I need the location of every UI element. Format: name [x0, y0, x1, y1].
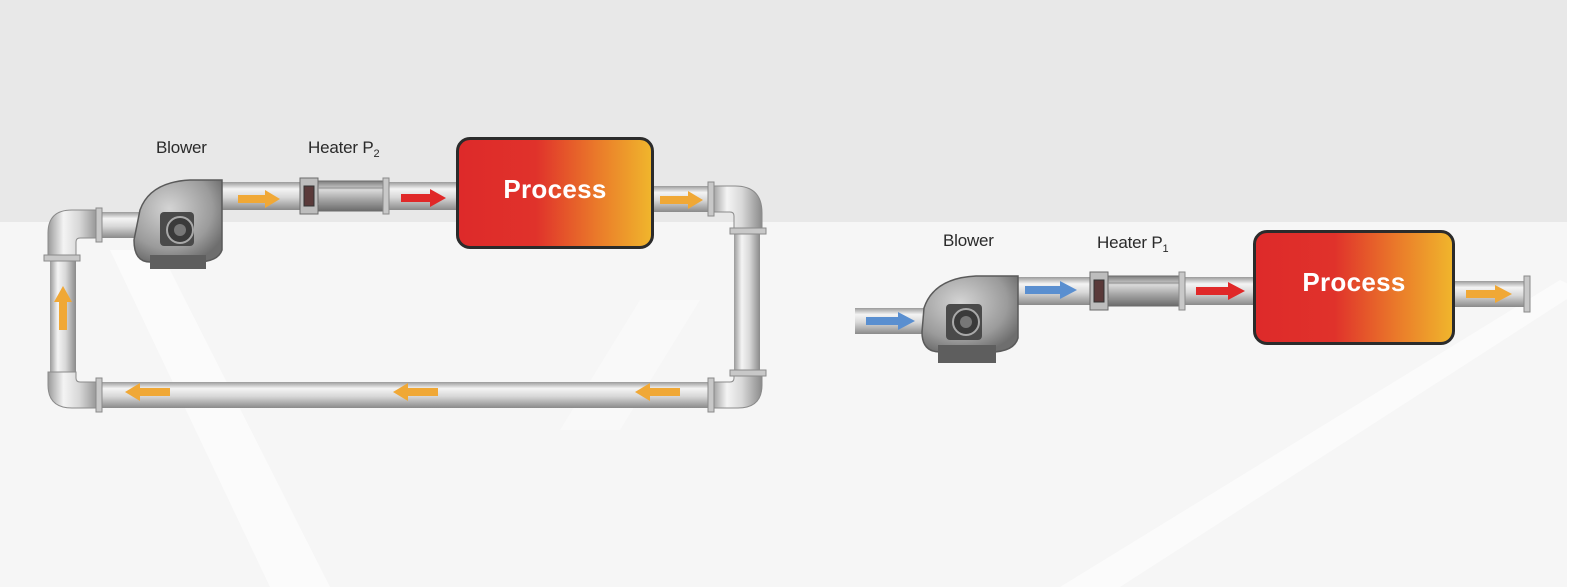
flow-arrow-recirculated: [660, 191, 703, 209]
closed-loop-system: [43, 177, 767, 413]
heater-unit: [299, 177, 390, 215]
elbow-top-left: [47, 209, 101, 259]
open-loop-system: [855, 271, 1531, 363]
heater-label: Heater P1: [1097, 233, 1169, 255]
blower-label: Blower: [156, 138, 207, 157]
flange: [707, 181, 715, 217]
blower-unit: [133, 179, 223, 269]
flange: [729, 369, 767, 377]
elbow-bottom-right: [711, 371, 763, 409]
flange: [43, 254, 81, 262]
flow-arrow-recirculated: [54, 286, 72, 330]
flange: [95, 377, 103, 413]
process-chamber-closed-loop: Process: [456, 137, 654, 249]
process-label: Process: [503, 174, 607, 204]
blower-unit: [921, 275, 1019, 363]
heater-subscript: 2: [373, 148, 380, 160]
flow-arrow-fresh-air: [1025, 281, 1077, 299]
elbow-top-right: [711, 185, 763, 233]
flange: [707, 377, 715, 413]
heater-unit: [1089, 271, 1186, 311]
flow-arrow-fresh-air: [866, 312, 915, 330]
flow-arrow-exhaust: [1466, 285, 1512, 303]
flow-arrow-recirculated: [238, 190, 280, 208]
flow-arrow-recirculated: [125, 383, 170, 401]
pipe-right-vertical: [734, 225, 760, 375]
elbow-bottom-left: [47, 371, 101, 409]
flange: [1523, 275, 1531, 313]
flange: [95, 207, 103, 243]
flow-arrow-hot-air: [1196, 282, 1245, 300]
flow-arrow-hot-air: [401, 189, 446, 207]
flow-arrow-recirculated: [393, 383, 438, 401]
heater-subscript: 1: [1162, 243, 1169, 255]
flow-arrow-recirculated: [635, 383, 680, 401]
process-label: Process: [1302, 267, 1406, 297]
flange: [729, 227, 767, 235]
heater-label: Heater P2: [308, 138, 380, 160]
blower-label: Blower: [943, 231, 994, 250]
process-chamber-open-loop: Process: [1253, 230, 1455, 345]
